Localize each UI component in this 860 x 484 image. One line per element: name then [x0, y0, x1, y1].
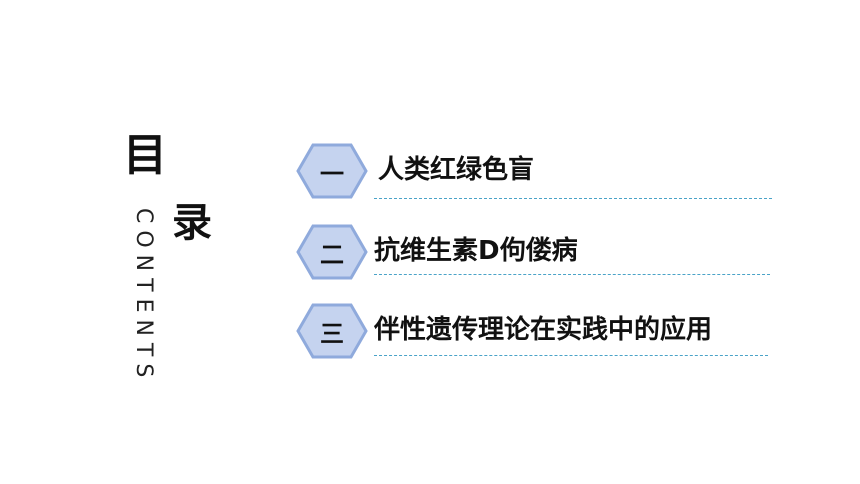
toc-item-1[interactable]: 一 人类红绿色盲 — [296, 143, 776, 203]
toc-item-number: 一 — [320, 159, 344, 188]
contents-subtitle: CONTENTS — [131, 208, 156, 385]
toc-item-label: 人类红绿色盲 — [378, 155, 535, 185]
divider-line — [374, 274, 770, 275]
hexagon-icon — [296, 303, 368, 359]
toc-item-number: 三 — [320, 319, 344, 348]
divider-line — [374, 355, 768, 356]
toc-item-2[interactable]: 二 抗维生素D佝偻病 — [296, 224, 776, 284]
hexagon-icon — [296, 224, 368, 280]
toc-item-number: 二 — [320, 240, 344, 269]
toc-item-label: 抗维生素D佝偻病 — [374, 236, 578, 266]
title-char-mu: 目 — [123, 130, 167, 181]
toc-item-3[interactable]: 三 伴性遗传理论在实践中的应用 — [296, 303, 776, 363]
divider-line — [374, 198, 772, 199]
toc-item-label: 伴性遗传理论在实践中的应用 — [374, 315, 713, 345]
hexagon-icon — [296, 143, 368, 199]
title-char-lu: 录 — [172, 200, 212, 246]
